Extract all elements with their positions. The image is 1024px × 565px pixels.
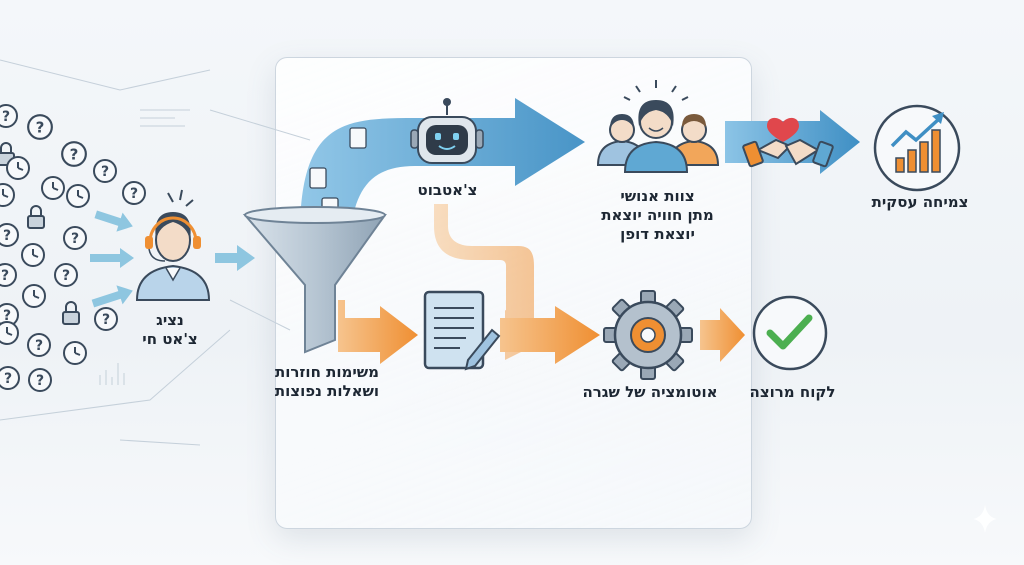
label-live-agent-line1: נציג <box>156 311 184 329</box>
robot-icon <box>410 98 484 164</box>
clock-icon <box>63 341 87 365</box>
lock-icon <box>62 301 80 325</box>
label-chatbot: צ'אטבוט <box>417 181 478 199</box>
question-icon <box>63 226 87 250</box>
label-business-growth: צמיחה עסקית <box>871 193 969 211</box>
label-satisfied-customer: לקוח מרוצה <box>749 383 836 401</box>
arrow-gear-to-check <box>700 308 745 362</box>
label-live-agent: נציג צ'אט חי <box>140 311 200 349</box>
label-repetitive-tasks-line1: משימות חוזרות <box>274 363 379 381</box>
question-icon <box>94 307 118 331</box>
question-icon <box>54 263 78 287</box>
background-lines <box>0 59 311 446</box>
growth-chart-icon <box>873 104 961 192</box>
document-pen-icon <box>423 290 501 371</box>
handshake-icon <box>742 138 834 168</box>
question-icon <box>0 263 17 287</box>
arrow-funnel-to-document <box>338 300 418 364</box>
question-icon <box>93 159 117 183</box>
question-icon <box>27 114 53 140</box>
clock-icon <box>0 321 19 345</box>
label-repetitive-tasks: משימות חוזרות ושאלות נפוצות <box>262 363 392 401</box>
sparkle-icon <box>973 505 997 533</box>
lock-icon <box>27 205 45 229</box>
agent-icon <box>135 189 211 301</box>
label-repetitive-tasks-line2: ושאלות נפוצות <box>274 382 380 400</box>
question-icon <box>27 333 51 357</box>
arrow-agent-to-funnel <box>215 245 255 271</box>
clock-icon <box>41 176 65 200</box>
label-human-team-line1: צוות אנושי <box>620 187 695 205</box>
question-icon <box>0 366 20 390</box>
heart-icon <box>767 117 799 142</box>
incoming-requests-cluster <box>0 104 146 392</box>
arrow-to-gear <box>500 306 600 364</box>
funnel-icon <box>242 206 387 354</box>
question-icon <box>28 368 52 392</box>
label-live-agent-line2: צ'אט חי <box>142 330 198 348</box>
label-human-team: צוות אנושי מתן חוויה יוצאת יוצאת דופן <box>590 187 725 244</box>
clock-icon <box>6 156 30 180</box>
question-icon <box>61 141 87 167</box>
label-human-team-line2: מתן חוויה יוצאת <box>601 206 714 224</box>
team-icon <box>596 80 720 173</box>
label-automation: אוטומציה של שגרה <box>582 383 718 401</box>
clock-icon <box>0 183 15 207</box>
label-human-team-line3: יוצאת דופן <box>620 225 695 243</box>
clock-icon <box>22 284 46 308</box>
question-icon <box>0 104 18 128</box>
blue-flow-arrow <box>300 98 585 235</box>
clock-icon <box>21 243 45 267</box>
agent-input-arrows <box>90 210 134 308</box>
clock-icon <box>66 184 90 208</box>
gear-icon <box>603 290 693 380</box>
checkmark-icon <box>752 295 828 371</box>
question-icon <box>122 181 146 205</box>
question-icon <box>0 223 19 247</box>
